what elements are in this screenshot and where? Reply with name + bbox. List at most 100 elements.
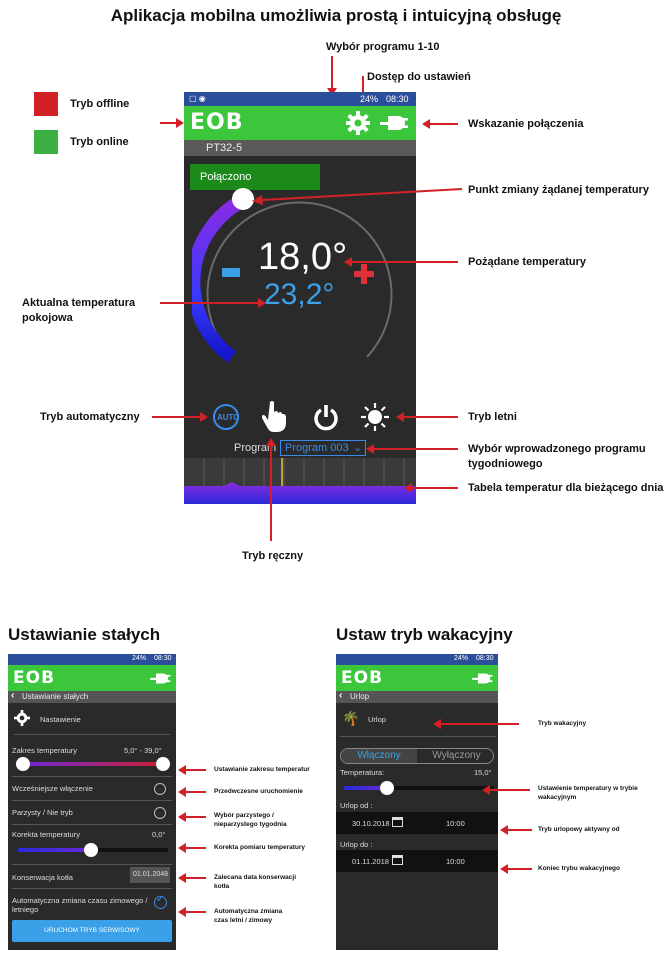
callout-weekly-program-2: tygodniowego (468, 458, 543, 470)
arrow-early-line (186, 791, 206, 793)
maintenance-date-field[interactable]: 01.01.2048 (130, 867, 170, 883)
vac-from-field[interactable]: 30.10.2018 10:00 (336, 812, 498, 834)
connection-status-label: Połączono (200, 171, 252, 183)
divider (340, 736, 496, 737)
status-icons: ▢ ◉ (189, 94, 206, 103)
arrow-settings-line (362, 76, 364, 98)
program-select[interactable]: Program 003 ⌄ (280, 440, 366, 456)
vac-eob-logo: EOB (341, 668, 384, 688)
arrow-dst-line (186, 911, 206, 913)
divider (12, 824, 172, 825)
fixed-back-title: Ustawianie stałych (22, 692, 89, 701)
divider (12, 864, 172, 865)
temp-range-min-knob[interactable] (16, 757, 30, 771)
callout-manual-mode: Tryb ręczny (242, 550, 304, 562)
vac-back-chevron-icon: ‹ (339, 690, 343, 701)
callout-vac-temp-1: Ustawienie temperatury w trybie (538, 785, 638, 792)
divider (12, 888, 172, 889)
vac-status-time: 08:30 (476, 655, 494, 662)
arrow-auto-mode-line (152, 416, 202, 418)
sun-icon[interactable] (360, 402, 390, 432)
current-temperature: 23,2° (264, 278, 335, 311)
device-bar: PT32-5 (184, 140, 416, 156)
arrow-vac-from-head (500, 825, 508, 835)
vacation-toggle[interactable]: Włączony Wyłączony (340, 748, 494, 764)
arrow-correction-head (178, 843, 186, 853)
back-chevron-icon: ‹ (11, 690, 15, 701)
page-title: Aplikacja mobilna umożliwia prostą i int… (110, 6, 562, 25)
vac-to-field[interactable]: 01.11.2018 10:00 (336, 850, 498, 872)
arrow-manual-head (266, 438, 276, 446)
arrow-auto-mode-head (200, 412, 208, 422)
temp-range-value: 5,0° - 39,0° (124, 746, 162, 755)
callout-program-select-top: Wybór programu 1-10 (326, 41, 440, 53)
arrow-weekly-program-head (366, 444, 374, 454)
arrow-early-head (178, 787, 186, 797)
temp-correction-knob[interactable] (84, 843, 98, 857)
arrow-desired-temp-line (352, 261, 458, 263)
early-start-radio[interactable] (154, 783, 166, 795)
arrow-connection-head (422, 119, 430, 129)
vac-temperature-label: Temperatura: (340, 768, 385, 777)
dst-checkbox[interactable]: ✓ (154, 894, 167, 909)
fixed-status-battery: 24% (132, 655, 147, 662)
power-icon[interactable] (312, 404, 340, 432)
vacation-screen: 24% 08:30 EOB ‹ Urlop 🌴 Urlop Włączony W… (336, 654, 498, 950)
arrow-status-color-head (176, 118, 184, 128)
connection-plug-icon (380, 114, 410, 132)
arrow-status-color-line (160, 122, 178, 124)
arrow-weeks-line (186, 816, 206, 818)
decrease-temp-button[interactable] (222, 268, 240, 277)
arrow-weeks-head (178, 812, 186, 822)
setpoint-knob[interactable] (232, 188, 254, 210)
callout-vacation-mode: Tryb wakacyjny (538, 720, 587, 727)
vacation-on-option[interactable]: Włączony (341, 749, 417, 763)
vac-temperature-knob[interactable] (380, 781, 394, 795)
temp-range-max-knob[interactable] (156, 757, 170, 771)
arrow-vac-end-line (508, 868, 532, 870)
vac-to-date: 01.11.2018 (352, 857, 389, 866)
fixed-connection-plug-icon (150, 672, 172, 685)
arrow-vac-mode-head (433, 719, 441, 729)
program-select-value: Program 003 (285, 442, 349, 454)
vac-status-bar: 24% 08:30 (336, 654, 498, 665)
device-name: PT32-5 (206, 142, 243, 154)
service-mode-button[interactable]: URUCHOM TRYB SERWISOWY (12, 920, 172, 942)
arrow-range-head (178, 765, 186, 775)
calendar-icon (392, 817, 403, 827)
fixed-app-bar: EOB (8, 665, 176, 691)
hand-icon[interactable] (261, 400, 286, 432)
callout-auto-mode: Tryb automatyczny (40, 411, 140, 423)
fixed-settings-screen: 24% 08:30 EOB ‹ Ustawianie stałych Nasta… (8, 654, 176, 950)
auto-mode-button[interactable]: AUTO (213, 404, 240, 430)
temperature-dial[interactable] (192, 192, 412, 402)
callout-current-temp-2: pokojowa (22, 312, 73, 324)
increase-temp-button[interactable] (354, 264, 374, 284)
callout-maintenance-1: Zalecana data konserwacji (214, 874, 297, 881)
vac-status-battery: 24% (454, 655, 469, 662)
fixed-back-bar[interactable]: ‹ Ustawianie stałych (8, 690, 176, 703)
arrow-desired-temp-head (344, 257, 352, 267)
vacation-on-label: Włączony (357, 750, 401, 761)
even-odd-radio[interactable] (154, 807, 166, 819)
vac-temperature-slider[interactable] (344, 786, 494, 790)
arrow-correction-line (186, 847, 206, 849)
dst-label-line-2: letniego (12, 905, 39, 914)
vac-back-bar[interactable]: ‹ Urlop (336, 690, 498, 703)
arrow-vac-temp-head (482, 785, 490, 795)
gear-icon[interactable] (346, 111, 370, 135)
arrow-current-temp-head (258, 298, 266, 308)
callout-range: Ustawianie zakresu temperatur (214, 766, 310, 773)
vacation-off-option[interactable]: Wyłączony (418, 749, 493, 763)
arrow-weekly-program-line (374, 448, 458, 450)
temp-range-slider[interactable] (22, 762, 164, 766)
vac-to-label: Urlop do : (340, 840, 373, 849)
temp-correction-value: 0,0° (152, 830, 166, 839)
maintenance-date-value: 01.01.2048 (133, 871, 169, 878)
calendar-icon (392, 855, 403, 865)
section-fixed-title: Ustawianie stałych (8, 625, 161, 644)
dst-label-line-1: Automatyczna zmiana czasu zimowego / (12, 896, 148, 905)
offline-label: Tryb offline (70, 98, 130, 110)
arrow-current-temp-line (160, 302, 260, 304)
temp-correction-label: Korekta temperatury (12, 830, 80, 839)
